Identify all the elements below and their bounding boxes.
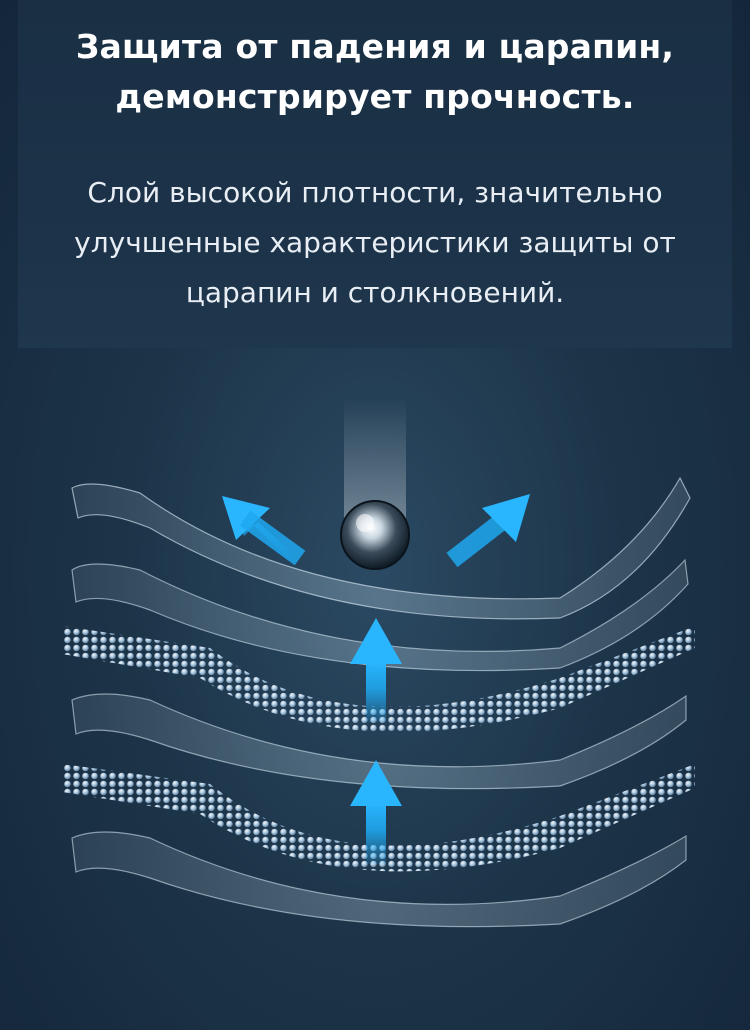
bead-layer-2 xyxy=(62,764,695,872)
glass-layer-3 xyxy=(71,693,687,790)
description: Слой высокой плотности, значительно улуч… xyxy=(0,168,750,318)
arrow-up-icon-lower xyxy=(350,760,402,864)
impact-ball-highlight xyxy=(356,514,374,532)
glass-layer-4 xyxy=(71,831,687,928)
arrow-up-left-icon xyxy=(222,496,306,566)
arrow-up-right-icon xyxy=(446,494,530,568)
description-line-1: Слой высокой плотности, значительно xyxy=(87,176,663,209)
glass-layer-1 xyxy=(71,476,691,620)
headline-line-2: демонстрирует прочность. xyxy=(115,77,635,116)
headline: Защита от падения и царапин, демонстриру… xyxy=(0,22,750,122)
description-line-3: царапин и столкновений. xyxy=(185,276,565,309)
layered-glass-illustration xyxy=(62,398,695,928)
description-line-2: улучшенные характеристики защиты от xyxy=(74,226,676,259)
text-panel xyxy=(18,0,732,348)
headline-line-1: Защита от падения и царапин, xyxy=(75,27,675,66)
impact-ball xyxy=(340,500,410,570)
bead-layer-1 xyxy=(62,626,695,732)
arrow-up-icon-upper xyxy=(350,618,402,722)
